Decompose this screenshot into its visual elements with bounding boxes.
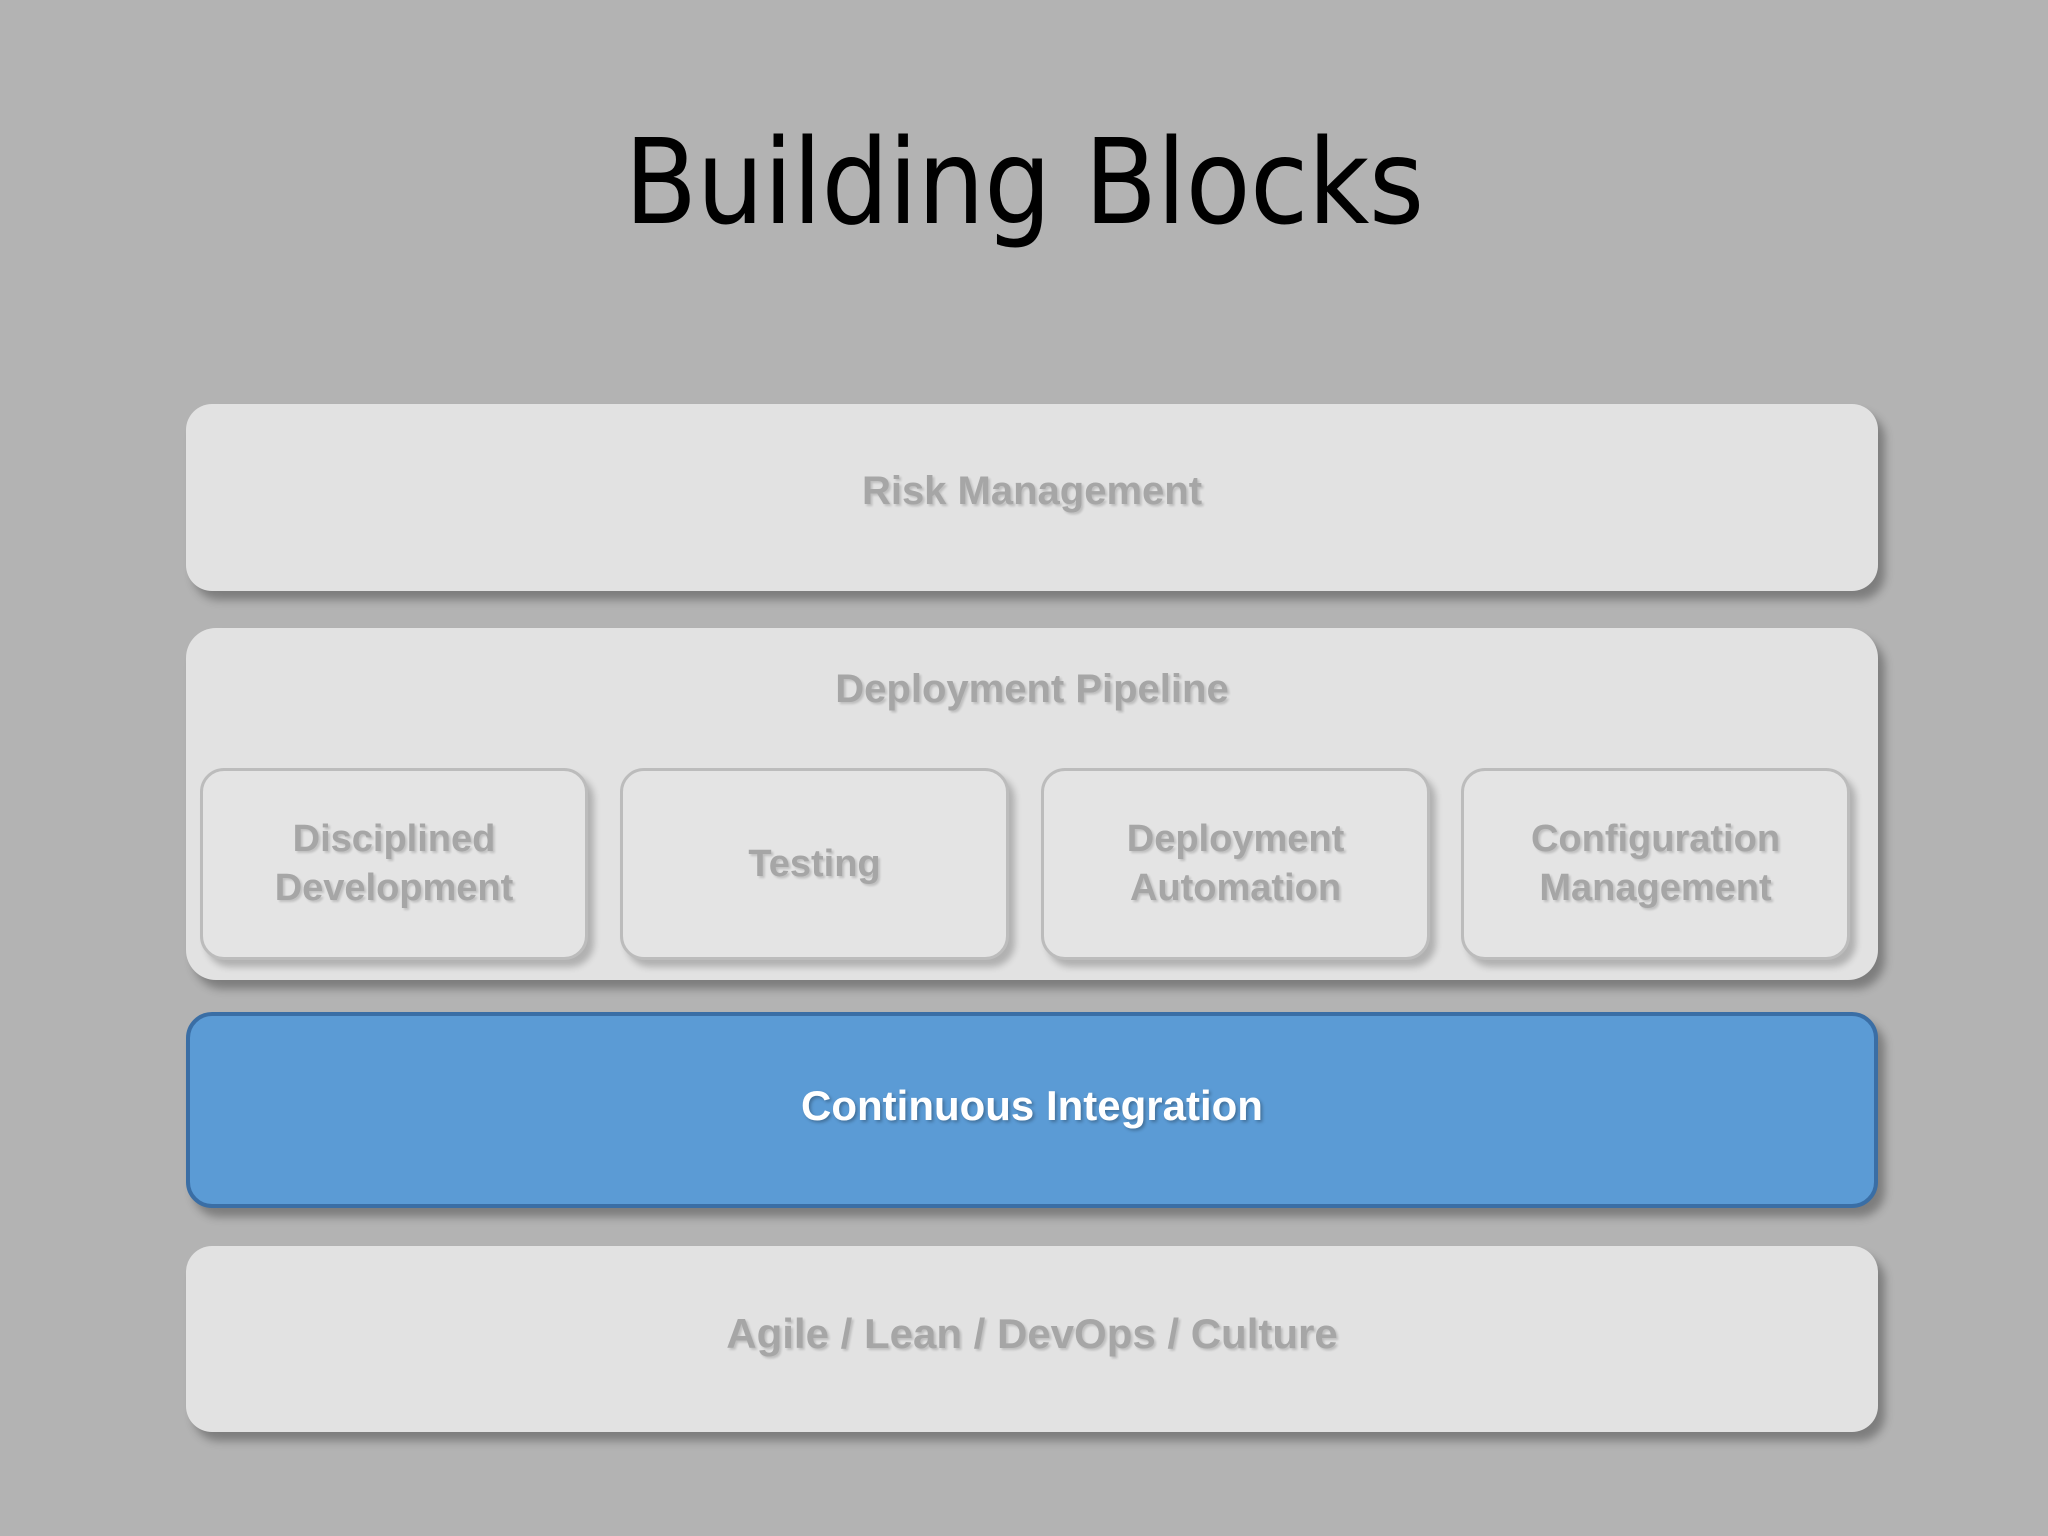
block-configuration-management-label: Configuration Management	[1521, 815, 1790, 912]
block-configuration-management[interactable]: Configuration Management	[1461, 768, 1850, 960]
label-line-1: Deployment	[1126, 818, 1345, 861]
block-culture-foundation-label: Agile / Lean / DevOps / Culture	[726, 1310, 1338, 1357]
label-line-1: Disciplined	[292, 818, 496, 861]
page-title: Building Blocks	[624, 113, 1424, 251]
block-testing[interactable]: Testing	[620, 768, 1009, 960]
block-deployment-automation-label: Deployment Automation	[1117, 815, 1354, 912]
block-testing-label: Testing	[738, 840, 890, 889]
block-continuous-integration-label: Continuous Integration	[801, 1082, 1263, 1129]
block-culture-foundation[interactable]: Agile / Lean / DevOps / Culture	[186, 1246, 1878, 1432]
block-risk-management[interactable]: Risk Management	[186, 404, 1878, 591]
label-line-1: Configuration	[1530, 818, 1781, 861]
label-line-2: Automation	[1129, 867, 1342, 909]
block-continuous-integration[interactable]: Continuous Integration	[186, 1012, 1878, 1208]
label-line-2: Management	[1539, 867, 1772, 909]
block-risk-management-label: Risk Management	[861, 469, 1203, 513]
block-disciplined-development-label: Disciplined Development	[265, 815, 524, 912]
block-disciplined-development[interactable]: Disciplined Development	[200, 768, 588, 960]
block-deployment-automation[interactable]: Deployment Automation	[1041, 768, 1430, 960]
block-deployment-pipeline-label: Deployment Pipeline	[835, 667, 1229, 711]
label-line-1: Testing	[748, 842, 881, 885]
label-line-2: Development	[274, 867, 514, 909]
block-deployment-pipeline[interactable]: Deployment Pipeline Disciplined Developm…	[186, 628, 1878, 980]
